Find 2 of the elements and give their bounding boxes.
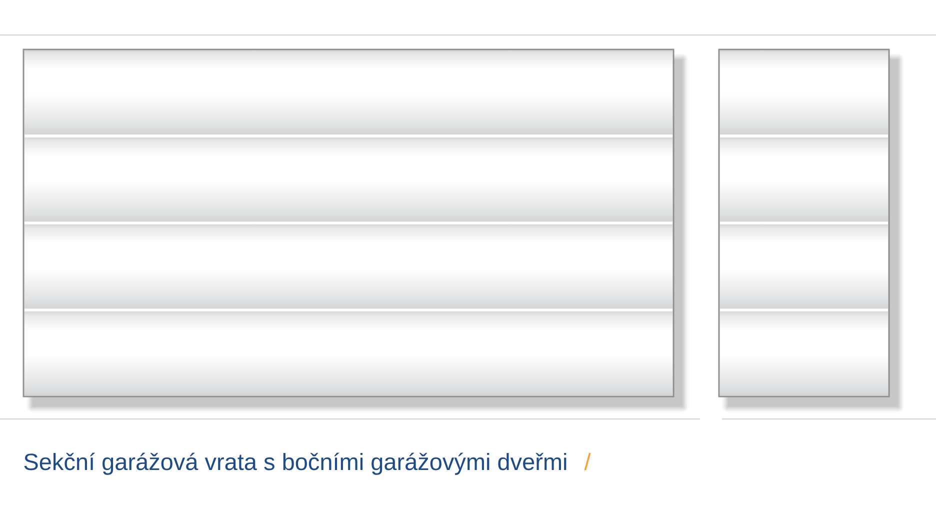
separator-slash: / [584, 452, 591, 470]
caption: Sekční garážová vrata s bočními garážovými dveřmi [24, 452, 566, 475]
